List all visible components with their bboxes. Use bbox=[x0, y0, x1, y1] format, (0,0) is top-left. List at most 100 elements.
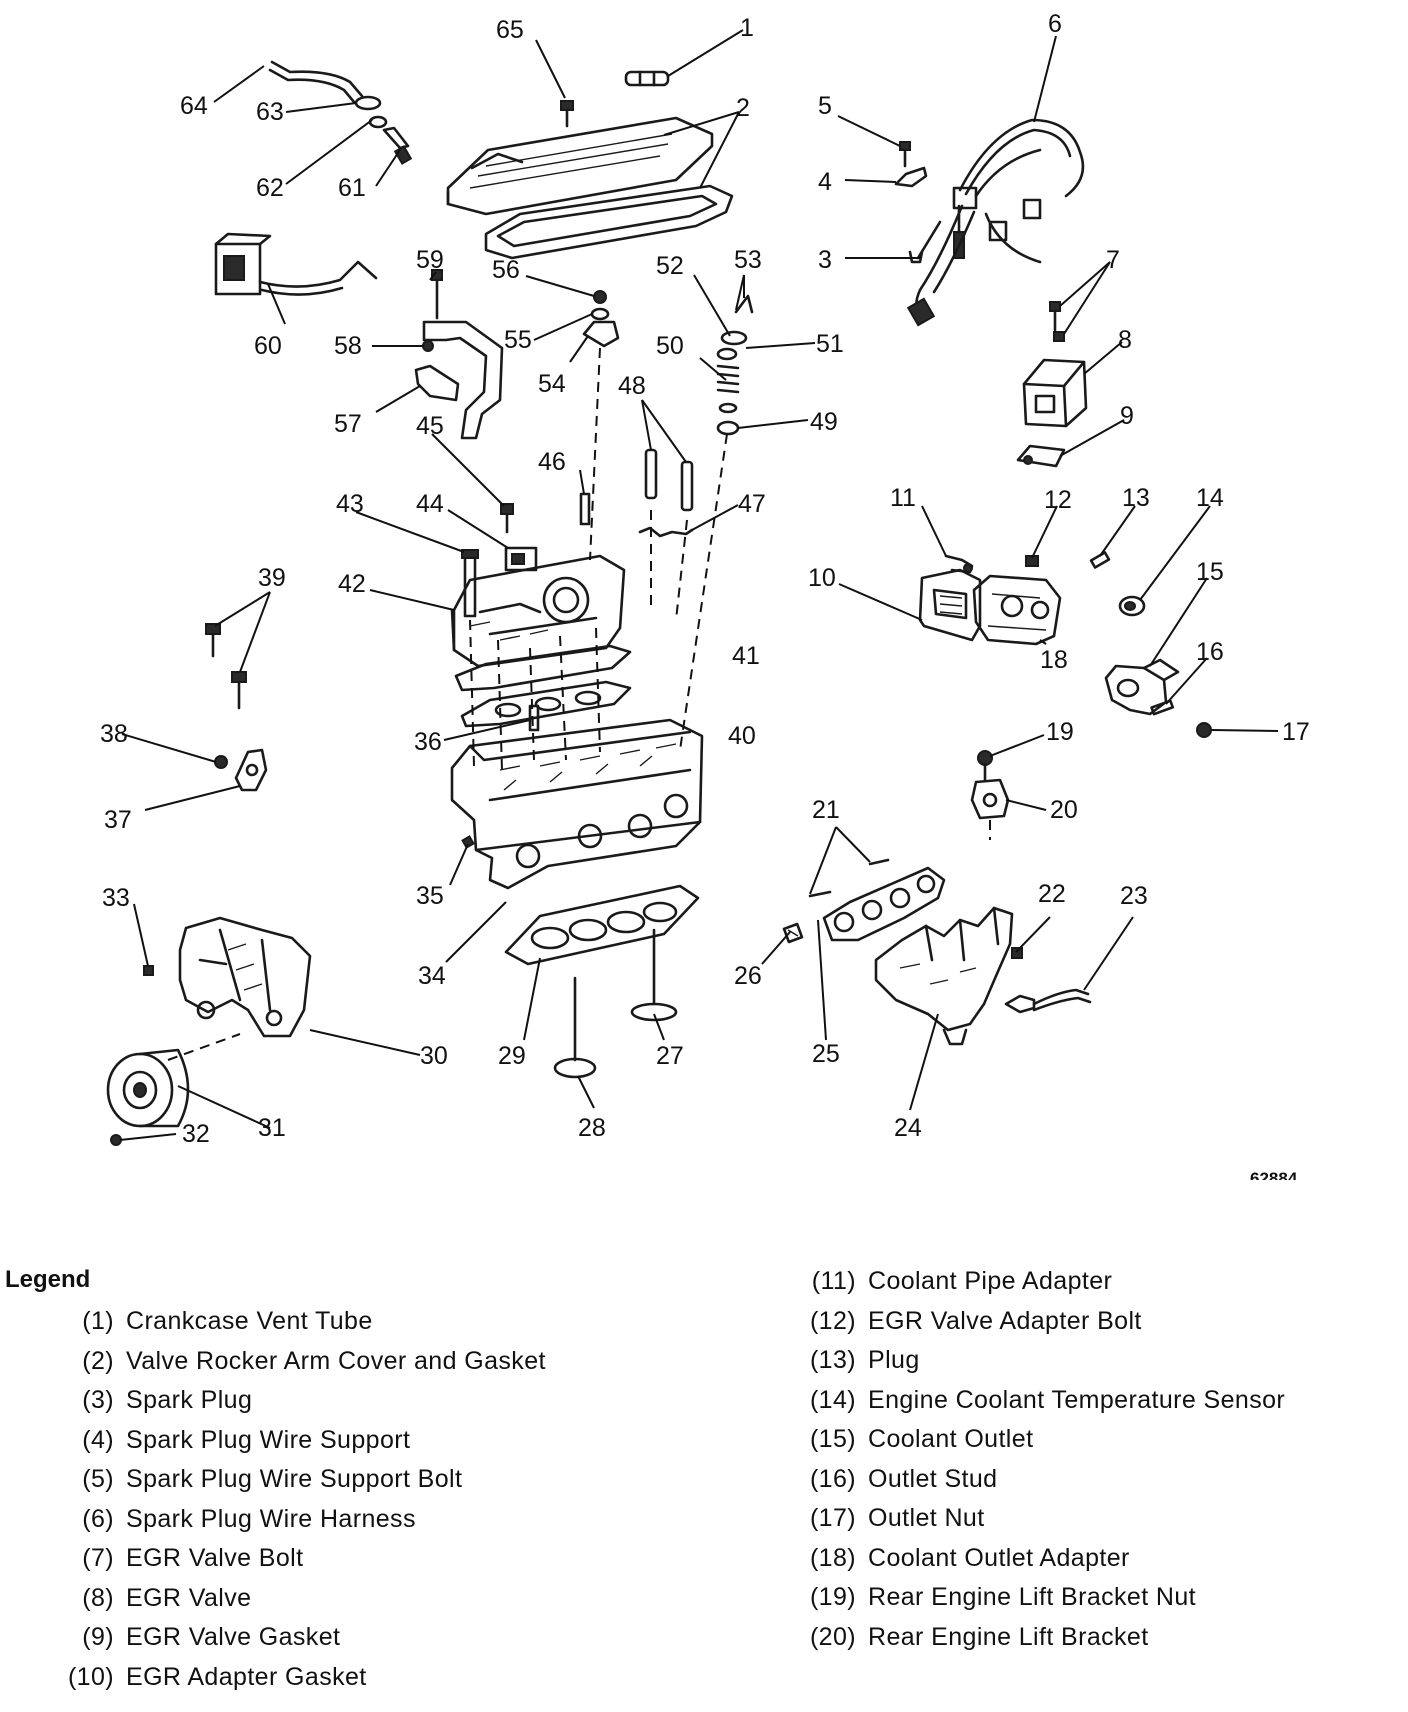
callout-40: 40 bbox=[728, 722, 756, 750]
legend-item-number: (6) bbox=[82, 1504, 114, 1533]
legend-item-number: (19) bbox=[809, 1583, 856, 1611]
legend-item-label: Spark Plug Wire Support Bolt bbox=[126, 1465, 463, 1493]
callout-60: 60 bbox=[254, 332, 282, 360]
callout-7: 7 bbox=[1106, 246, 1120, 274]
part-bolt-43 bbox=[461, 549, 479, 618]
callout-16: 16 bbox=[1196, 638, 1224, 666]
part-coolant-outlet bbox=[1104, 658, 1180, 716]
callout-32: 32 bbox=[182, 1120, 210, 1148]
legend-item-number: (4) bbox=[82, 1425, 114, 1454]
legend-item-label: Rear Engine Lift Bracket Nut bbox=[868, 1583, 1197, 1611]
callout-34: 34 bbox=[418, 962, 446, 990]
part-bolt-32 bbox=[110, 1134, 122, 1146]
callout-6: 6 bbox=[1048, 10, 1062, 38]
part-dowel-36 bbox=[528, 704, 540, 732]
callout-37: 37 bbox=[104, 806, 132, 834]
callout-10: 10 bbox=[808, 564, 836, 592]
callout-22: 22 bbox=[1038, 880, 1066, 908]
callout-25: 25 bbox=[812, 1040, 840, 1068]
callout-49: 49 bbox=[810, 408, 838, 436]
callout-14: 14 bbox=[1196, 484, 1224, 512]
part-drawings bbox=[106, 60, 1212, 1146]
legend-item-number: (11) bbox=[811, 1267, 856, 1295]
legend-item-number: (2) bbox=[82, 1346, 114, 1375]
callout-58: 58 bbox=[334, 332, 362, 360]
legend-column-right: (11)Coolant Pipe Adapter(12)EGR Valve Ad… bbox=[798, 1262, 1285, 1657]
legend-item: (8) EGR Valve bbox=[54, 1579, 546, 1619]
callout-43: 43 bbox=[336, 490, 364, 518]
legend-item-label: Outlet Nut bbox=[868, 1504, 985, 1532]
part-egr-valve-bolts bbox=[1049, 301, 1065, 342]
legend-item-label: Spark Plug Wire Support bbox=[126, 1425, 411, 1454]
callout-51: 51 bbox=[816, 330, 844, 358]
callout-3: 3 bbox=[818, 246, 832, 274]
callout-33: 33 bbox=[102, 884, 130, 912]
callout-44: 44 bbox=[416, 490, 444, 518]
legend-item-label: EGR Valve Gasket bbox=[126, 1623, 341, 1651]
callout-26: 26 bbox=[734, 962, 762, 990]
legend-item-label: EGR Valve Adapter Bolt bbox=[868, 1306, 1142, 1335]
legend-item-label: EGR Valve bbox=[126, 1583, 252, 1612]
legend-item-label: Spark Plug bbox=[126, 1386, 253, 1414]
part-outlet-nut bbox=[1196, 722, 1212, 738]
legend-item-number: (20) bbox=[809, 1622, 856, 1651]
callout-54: 54 bbox=[538, 370, 566, 398]
part-lifters bbox=[644, 448, 694, 512]
callout-31: 31 bbox=[258, 1114, 286, 1142]
callout-23: 23 bbox=[1120, 882, 1148, 910]
part-crankcase-vent-tube bbox=[624, 70, 670, 87]
legend-item: (10)EGR Adapter Gasket bbox=[54, 1658, 546, 1698]
part-front-bracket bbox=[178, 916, 312, 1038]
legend-column-left: (1)Crankcase Vent Tube(2)Valve Rocker Ar… bbox=[54, 1302, 546, 1697]
legend-item-label: Outlet Stud bbox=[868, 1464, 998, 1493]
part-rear-lift-bracket bbox=[970, 762, 1010, 820]
part-outlet-stud bbox=[1150, 699, 1175, 716]
part-egr-valve bbox=[1022, 358, 1088, 428]
callout-20: 20 bbox=[1050, 796, 1078, 824]
callout-36: 36 bbox=[414, 728, 442, 756]
legend-item-number: (1) bbox=[82, 1307, 114, 1335]
callout-52: 52 bbox=[656, 252, 684, 280]
part-plug-13 bbox=[1089, 551, 1111, 569]
legend-item-number: (10) bbox=[67, 1662, 114, 1691]
callout-30: 30 bbox=[420, 1042, 448, 1070]
legend-item-number: (3) bbox=[82, 1386, 114, 1414]
part-sensor-60 bbox=[214, 232, 378, 296]
legend-item: (20)Rear Engine Lift Bracket bbox=[798, 1618, 1285, 1658]
part-coolant-outlet-adapter bbox=[972, 574, 1062, 646]
legend-item: (14)Engine Coolant Temperature Sensor bbox=[798, 1381, 1285, 1421]
callout-11: 11 bbox=[890, 484, 916, 512]
callout-46: 46 bbox=[538, 448, 566, 476]
callout-5: 5 bbox=[818, 92, 832, 120]
legend-item: (11)Coolant Pipe Adapter bbox=[798, 1262, 1285, 1302]
part-plug-35 bbox=[461, 835, 475, 849]
legend-item-number: (14) bbox=[809, 1385, 856, 1414]
callout-61: 61 bbox=[338, 174, 366, 202]
part-sensor-44 bbox=[504, 546, 538, 572]
legend-item-label: Spark Plug Wire Harness bbox=[126, 1504, 416, 1533]
legend-item: (2)Valve Rocker Arm Cover and Gasket bbox=[54, 1342, 546, 1382]
legend-item: (17)Outlet Nut bbox=[798, 1499, 1285, 1539]
legend-item-number: (7) bbox=[82, 1544, 114, 1572]
legend-item-number: (15) bbox=[809, 1425, 856, 1453]
part-wire-support bbox=[894, 166, 928, 188]
part-rocker-cover-gasket bbox=[484, 184, 734, 260]
callout-47: 47 bbox=[738, 490, 766, 518]
callout-24: 24 bbox=[894, 1114, 922, 1142]
part-oxygen-sensor bbox=[1004, 988, 1092, 1014]
part-valve-spring bbox=[716, 294, 754, 436]
part-intake-gasket-40 bbox=[460, 680, 632, 728]
part-cylinder-head bbox=[450, 718, 704, 890]
legend-item-number: (8) bbox=[82, 1583, 114, 1612]
callout-17: 17 bbox=[1282, 718, 1310, 746]
callout-28: 28 bbox=[578, 1114, 606, 1142]
part-pulley bbox=[106, 1048, 190, 1128]
legend-title: Legend bbox=[5, 1266, 91, 1293]
part-engine-coolant-temperature-sensor bbox=[1118, 595, 1146, 617]
legend-item: (5)Spark Plug Wire Support Bolt bbox=[54, 1460, 546, 1500]
part-valve-27 bbox=[630, 928, 678, 1022]
part-exhaust-manifold-gasket bbox=[808, 858, 946, 942]
callout-27: 27 bbox=[656, 1042, 684, 1070]
legend-item-label: Coolant Outlet Adapter bbox=[868, 1543, 1130, 1572]
legend-item: (1)Crankcase Vent Tube bbox=[54, 1302, 546, 1342]
